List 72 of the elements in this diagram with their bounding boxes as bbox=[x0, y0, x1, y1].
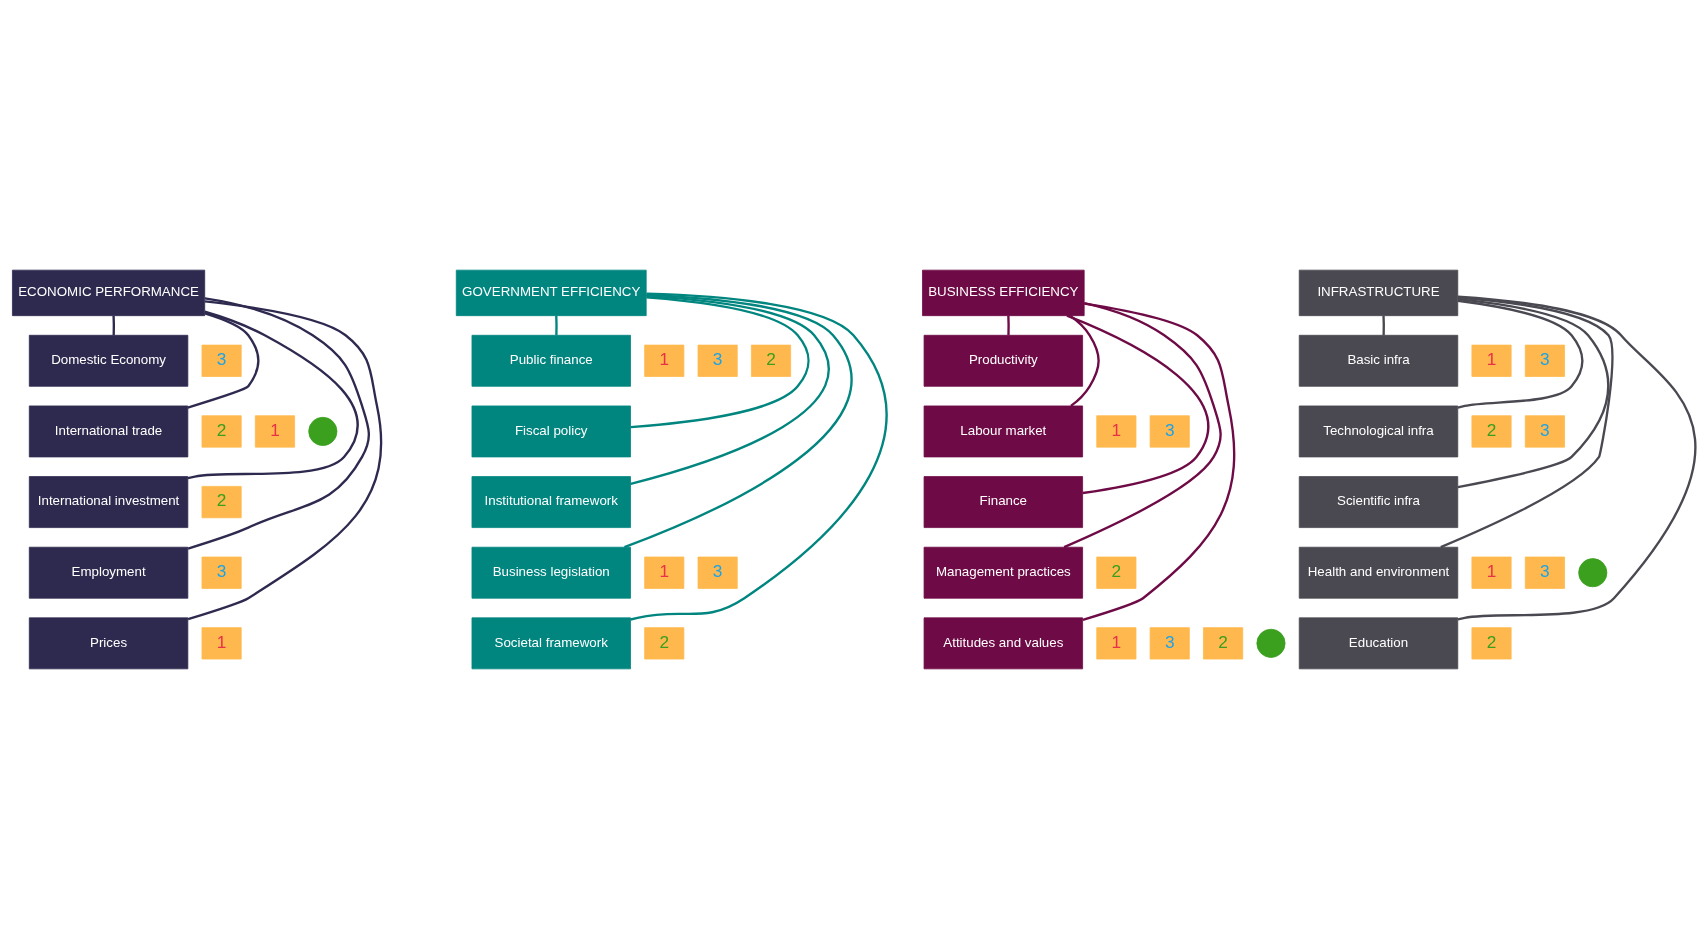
node-box: 2 bbox=[201, 415, 242, 448]
connector bbox=[630, 294, 830, 485]
node-box: 3 bbox=[201, 344, 242, 377]
node-box: Employment bbox=[28, 546, 189, 599]
node-box: 3 bbox=[201, 556, 242, 589]
node-box: Education bbox=[1298, 617, 1459, 670]
connector bbox=[112, 315, 116, 336]
node-box: Labour market bbox=[923, 405, 1083, 458]
node-box: Technological infra bbox=[1298, 405, 1459, 458]
node-box: BUSINESS EFFICIENCY bbox=[922, 269, 1085, 317]
node-box: 2 bbox=[751, 344, 791, 377]
node-box: 2 bbox=[644, 627, 685, 660]
connector bbox=[630, 296, 810, 429]
node-box: 3 bbox=[1149, 415, 1190, 448]
node-box: Fiscal policy bbox=[471, 405, 631, 458]
connector bbox=[1457, 298, 1610, 489]
connector bbox=[1082, 302, 1236, 621]
node-box: 3 bbox=[1149, 627, 1190, 660]
node-box: Public finance bbox=[471, 334, 631, 387]
node-circle bbox=[308, 416, 338, 446]
node-box: 1 bbox=[201, 627, 242, 660]
connector bbox=[630, 292, 888, 621]
connector bbox=[1007, 315, 1010, 336]
node-box: 1 bbox=[1096, 627, 1137, 660]
node-box: 2 bbox=[1203, 627, 1244, 660]
connector bbox=[1069, 314, 1100, 407]
connector bbox=[1440, 296, 1614, 549]
node-box: Basic infra bbox=[1298, 334, 1459, 387]
node-circle bbox=[1578, 558, 1608, 588]
connector bbox=[1457, 295, 1697, 621]
node-box: GOVERNMENT EFFICIENCY bbox=[455, 269, 647, 317]
node-box: Scientific infra bbox=[1298, 476, 1459, 528]
node-box: Domestic Economy bbox=[28, 334, 189, 387]
node-box: 2 bbox=[1096, 556, 1137, 589]
connector bbox=[187, 312, 260, 409]
connector bbox=[1063, 301, 1222, 549]
node-box: Finance bbox=[923, 476, 1083, 528]
node-box: 2 bbox=[1471, 415, 1512, 448]
node-box: 1 bbox=[644, 556, 685, 589]
node-box: International investment bbox=[28, 476, 189, 528]
connector bbox=[187, 297, 370, 550]
node-box: Attitudes and values bbox=[923, 617, 1083, 670]
node-box: 3 bbox=[1524, 415, 1565, 448]
connector bbox=[624, 293, 853, 549]
node-box: INFRASTRUCTURE bbox=[1298, 269, 1459, 317]
node-box: 1 bbox=[1471, 344, 1512, 377]
node-box: Management practices bbox=[923, 546, 1083, 599]
node-box: 2 bbox=[201, 486, 242, 519]
node-box: 3 bbox=[697, 344, 738, 377]
node-box: 3 bbox=[1524, 556, 1565, 589]
connector bbox=[1382, 315, 1385, 336]
node-box: 1 bbox=[644, 344, 685, 377]
node-box: Productivity bbox=[923, 334, 1083, 387]
connector bbox=[187, 310, 359, 480]
connector bbox=[187, 300, 382, 621]
node-box: Institutional framework bbox=[471, 476, 631, 528]
node-box: 1 bbox=[254, 415, 295, 448]
node-box: Societal framework bbox=[471, 617, 631, 670]
node-box: Business legislation bbox=[471, 546, 631, 599]
connector bbox=[1066, 314, 1210, 495]
node-box: International trade bbox=[28, 405, 189, 458]
node-box: 3 bbox=[1524, 344, 1565, 377]
node-box: ECONOMIC PERFORMANCE bbox=[12, 269, 206, 317]
node-box: 1 bbox=[1096, 415, 1137, 448]
node-box: Prices bbox=[28, 617, 189, 670]
node-circle bbox=[1256, 628, 1286, 658]
node-box: Health and environment bbox=[1298, 546, 1459, 599]
node-box: 2 bbox=[1471, 627, 1512, 660]
node-box: 3 bbox=[697, 556, 738, 589]
connector bbox=[1457, 299, 1584, 409]
connector bbox=[555, 315, 558, 336]
node-box: 1 bbox=[1471, 556, 1512, 589]
